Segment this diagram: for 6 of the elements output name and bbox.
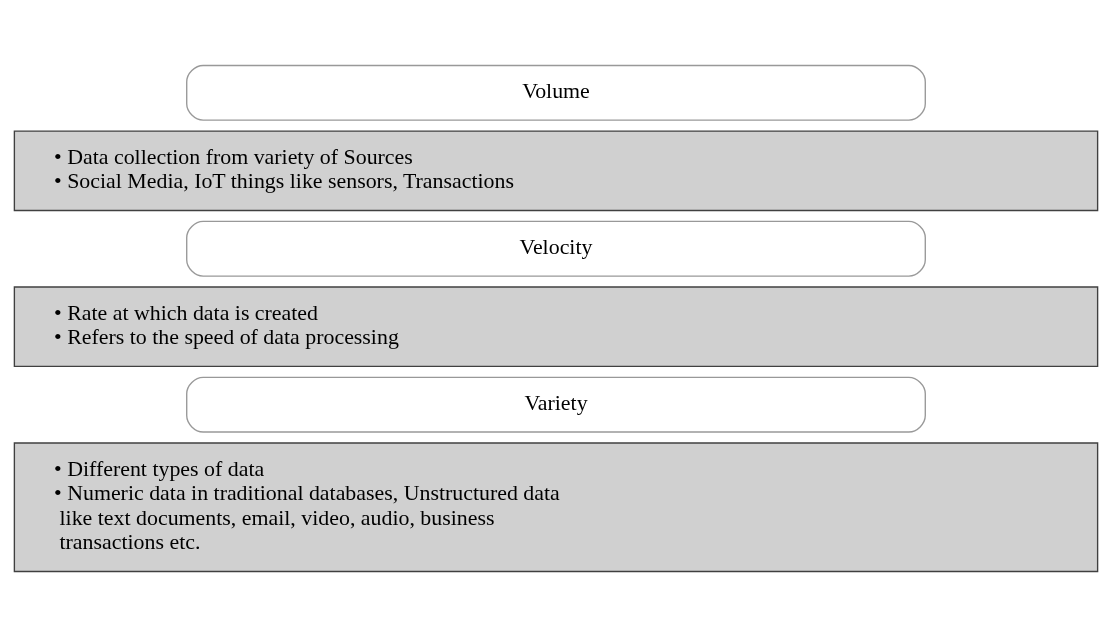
node-box: • Different types of data • Numeric data in traditional databases, Unstructured data like text documents, email, video, audio, business transactions etc. (13, 442, 1099, 573)
node-box: • Data collection from variety of Sources • Social Media, IoT things like sensors, Transactions (13, 130, 1099, 212)
node-box: Velocity (186, 220, 926, 277)
node-box: • Rate at which data is created • Refers to the speed of data processing (13, 286, 1099, 368)
node-box: Volume (186, 64, 926, 121)
node-box: Variety (186, 376, 926, 433)
